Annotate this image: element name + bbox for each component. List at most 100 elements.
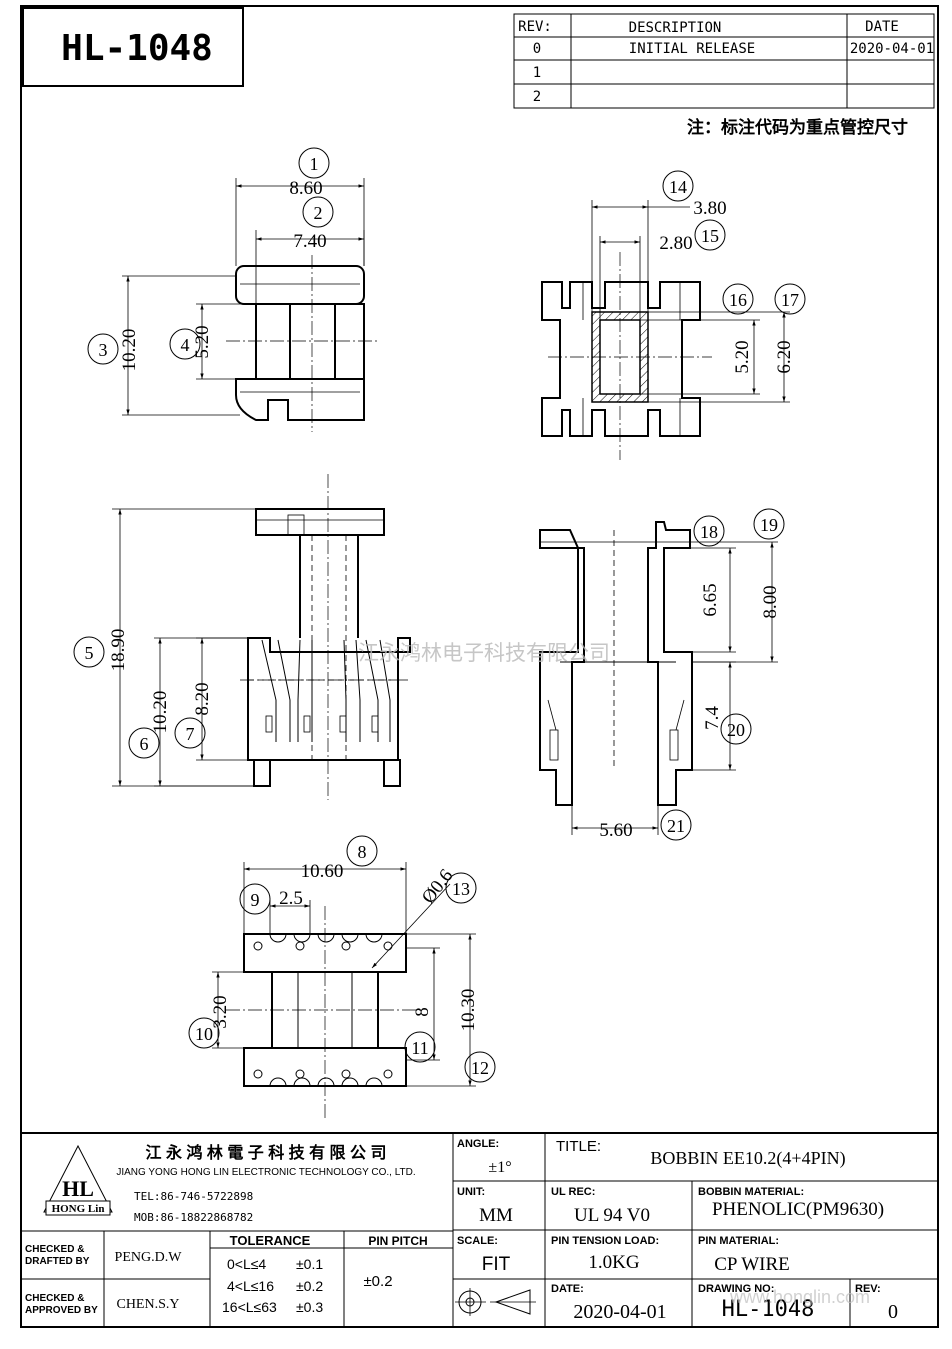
- balloon-19: 19: [753, 508, 785, 540]
- rev-row-0-date: 2020-04-01: [850, 41, 934, 57]
- balloon-9-label: 9: [251, 890, 260, 910]
- view-end-section: 3.80 2.80 5.20 6.20: [541, 198, 795, 460]
- sheet-border: [20, 5, 939, 1328]
- balloon-19-label: 19: [760, 515, 778, 535]
- website-watermark: www.honglin.com: [729, 1287, 870, 1307]
- description-header: DESCRIPTION: [629, 20, 722, 36]
- dim-16-value: 5.20: [732, 340, 753, 373]
- dim-1-value: 8.60: [289, 178, 322, 199]
- rev-row-0: 0: [533, 41, 541, 57]
- rev-row-1: 1: [533, 65, 541, 81]
- dim-11-value: 8: [412, 1007, 433, 1017]
- dim-12-value: 10.30: [458, 989, 479, 1032]
- note-key-dimensions: 注：标注代码为重点管控尺寸: [687, 117, 908, 137]
- rev-value: 0: [888, 1301, 898, 1323]
- balloon-17-label: 17: [781, 290, 799, 310]
- title-block: HL HONG Lin 江 永 鸿 林 電 子 科 技 有 限 公 司 JIAN…: [20, 1132, 939, 1328]
- pin-material-label: PIN MATERIAL:: [698, 1235, 779, 1247]
- dim-21-value: 5.60: [599, 820, 632, 841]
- angle-value: ±1°: [488, 1159, 511, 1176]
- balloon-20: 20: [720, 713, 752, 745]
- scale-value: FIT: [482, 1254, 511, 1275]
- tolerance-range-3: 16<L≤63: [222, 1299, 277, 1315]
- pin-tension-label: PIN TENSION LOAD:: [551, 1235, 659, 1247]
- balloon-3: 3: [87, 333, 119, 365]
- checked-approved-label-1: CHECKED &: [25, 1293, 84, 1304]
- dim-18-value: 6.65: [700, 583, 721, 616]
- pin-pitch-value: ±0.2: [363, 1273, 392, 1290]
- pin-tension-value: 1.0KG: [588, 1252, 639, 1273]
- scale-label: SCALE:: [457, 1235, 498, 1247]
- unit-label: UNIT:: [457, 1186, 485, 1198]
- balloon-7-label: 7: [186, 724, 195, 744]
- approved-by: CHEN.S.Y: [116, 1297, 179, 1312]
- angle-label: ANGLE:: [457, 1138, 499, 1150]
- rev-label: REV:: [855, 1283, 881, 1295]
- dim-9-value: 2.5: [279, 888, 303, 909]
- balloon-13: 13: [445, 872, 477, 904]
- balloon-18-label: 18: [700, 522, 718, 542]
- balloon-13-label: 13: [452, 879, 470, 899]
- svg-text:HL: HL: [62, 1176, 94, 1201]
- checked-drafted-label-2: DRAFTED BY: [25, 1256, 90, 1267]
- balloon-6: 6: [128, 727, 160, 759]
- rev-row-2: 2: [533, 89, 541, 105]
- tolerance-range-2: 4<L≤16: [227, 1278, 274, 1294]
- balloon-6-label: 6: [140, 734, 149, 754]
- dim-15-value: 2.80: [659, 233, 692, 254]
- dim-6-value: 10.20: [150, 691, 171, 734]
- balloon-1-label: 1: [310, 154, 319, 174]
- dim-8-value: 10.60: [301, 861, 344, 882]
- checked-approved-label-2: APPROVED BY: [25, 1305, 98, 1316]
- bobbin-material-label: BOBBIN MATERIAL:: [698, 1186, 804, 1198]
- balloon-2: 2: [302, 196, 334, 228]
- balloon-8-label: 8: [358, 842, 367, 862]
- balloon-17: 17: [774, 283, 806, 315]
- pin-pitch-label: PIN PITCH: [368, 1234, 427, 1248]
- rev-row-0-description: INITIAL RELEASE: [629, 41, 755, 57]
- dim-17-value: 6.20: [774, 340, 795, 373]
- balloon-9: 9: [239, 883, 271, 915]
- balloons: 1 2 3 4 5 6 7 8 9 10 11 12 13 14 15 16 1…: [73, 147, 806, 1083]
- balloon-15-label: 15: [701, 226, 719, 246]
- balloon-16-label: 16: [729, 290, 747, 310]
- rev-header: REV:: [518, 19, 552, 35]
- balloon-10-label: 10: [195, 1024, 213, 1044]
- balloon-2-label: 2: [314, 203, 323, 223]
- company-name-cn: 江 永 鸿 林 電 子 科 技 有 限 公 司: [146, 1143, 387, 1162]
- tolerance-value-2: ±0.2: [296, 1278, 323, 1294]
- balloon-18: 18: [693, 515, 725, 547]
- dim-3-value: 10.20: [119, 329, 140, 372]
- balloon-5-label: 5: [85, 643, 94, 663]
- balloon-1: 1: [298, 147, 330, 179]
- bobbin-material-value: PHENOLIC(PM9630): [712, 1199, 884, 1220]
- dim-5-value: 18.90: [108, 629, 129, 672]
- drawing-no-value: HL-1048: [722, 1297, 815, 1322]
- title-label: TITLE:: [556, 1138, 601, 1155]
- balloon-10: 10: [188, 1017, 220, 1049]
- pin-material-value: CP WIRE: [714, 1254, 789, 1275]
- ul-rec-value: UL 94 V0: [574, 1205, 650, 1226]
- balloon-14-label: 14: [669, 177, 687, 197]
- date-value: 2020-04-01: [573, 1301, 666, 1323]
- balloon-12-label: 12: [471, 1058, 489, 1078]
- projection-symbol-icon: [455, 1288, 536, 1316]
- drawing-no-label: DRAWING NO:: [698, 1283, 774, 1295]
- dim-10-value: 3.20: [210, 995, 231, 1028]
- balloon-15: 15: [694, 219, 726, 251]
- balloon-11-label: 11: [411, 1038, 428, 1058]
- dim-2-value: 7.40: [293, 231, 326, 252]
- balloon-14: 14: [662, 170, 694, 202]
- view-front: 18.90 10.20 8.20: [108, 474, 411, 800]
- company-mob: MOB:86-18822868782: [134, 1211, 253, 1224]
- tolerance-range-1: 0<L≤4: [227, 1256, 266, 1272]
- balloon-5: 5: [73, 636, 105, 668]
- tolerance-label: TOLERANCE: [230, 1233, 311, 1248]
- tolerance-value-1: ±0.1: [296, 1256, 323, 1272]
- dim-19-value: 8.00: [760, 585, 781, 618]
- dim-14-value: 3.80: [693, 198, 726, 219]
- balloon-8: 8: [346, 835, 378, 867]
- ul-rec-label: UL REC:: [551, 1186, 595, 1198]
- balloon-7: 7: [174, 717, 206, 749]
